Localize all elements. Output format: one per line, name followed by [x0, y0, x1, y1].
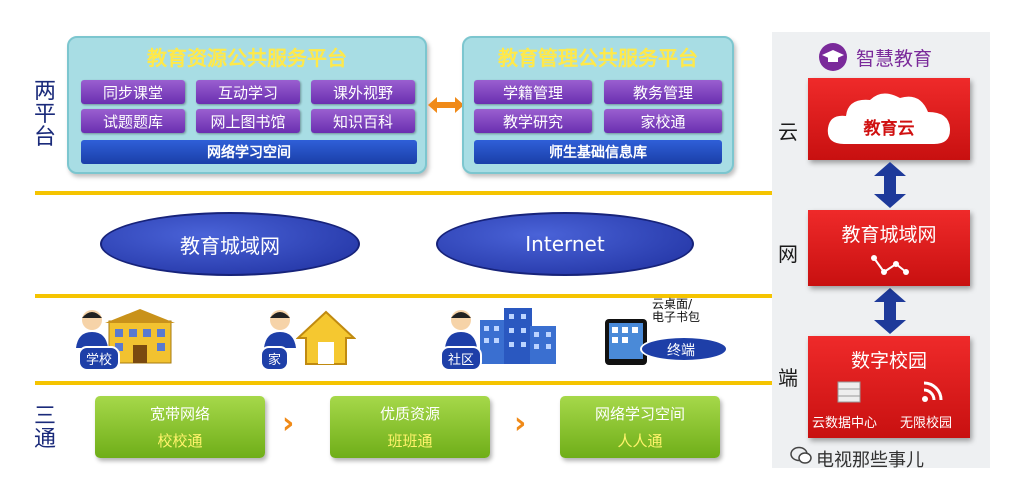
btn-extracurricular[interactable]: 课外视野 [311, 80, 415, 104]
btn-interactive-learning[interactable]: 互动学习 [196, 80, 300, 104]
resource-platform: 教育资源公共服务平台 同步课堂 互动学习 课外视野 试题题库 网上图书馆 知识百… [67, 36, 427, 174]
cloud-data-center-label: 云数据中心 [812, 416, 878, 431]
mortarboard-icon [819, 43, 847, 71]
brand-title: 智慧教育 [856, 48, 933, 70]
cloud-icon [827, 93, 950, 144]
btn-academic-affairs[interactable]: 教务管理 [604, 80, 722, 104]
community-buildings-icon [480, 308, 556, 364]
label-home: 家 [260, 346, 290, 371]
management-platform-title: 教育管理公共服务平台 [498, 46, 698, 70]
btn-teaching-research[interactable]: 教学研究 [474, 109, 592, 133]
digital-campus-box: 数字校园 云数据中心 无限校园 [808, 336, 970, 438]
divider-bottom [35, 381, 775, 385]
cloud-box: 教育云 [808, 78, 970, 160]
watermark-text: 电视那些事儿 [816, 450, 924, 471]
chevron-right-icon-1: › [282, 406, 295, 441]
resource-platform-title: 教育资源公共服务平台 [147, 46, 347, 70]
label-network: 网 [778, 242, 798, 266]
btn-sync-class[interactable]: 同步课堂 [81, 80, 185, 104]
btn-home-school[interactable]: 家校通 [604, 109, 722, 133]
person-icon-home [264, 310, 296, 348]
wifi-icon [922, 381, 943, 402]
label-community: 社区 [440, 346, 483, 371]
ellipse-internet: Internet [436, 212, 694, 276]
metro-network-box: 教育城域网 [808, 210, 970, 286]
metro-network-title: 教育城域网 [841, 224, 937, 246]
tong-2-line1: 优质资源 [379, 405, 440, 423]
label-three-tongs: 三 通 [33, 404, 56, 453]
person-icon-school [76, 310, 108, 348]
divider-top [35, 191, 775, 195]
network-nodes-icon [871, 255, 909, 275]
chevron-right-icon-2: › [514, 406, 527, 441]
btn-question-bank[interactable]: 试题题库 [81, 109, 185, 133]
server-icon [837, 381, 861, 403]
btn-online-library[interactable]: 网上图书馆 [196, 109, 300, 133]
bar-learning-space: 网络学习空间 [81, 140, 417, 164]
digital-campus-title: 数字校园 [850, 350, 927, 372]
house-icon [296, 310, 356, 365]
label-two-platforms: 两 平 台 [33, 79, 56, 151]
tong-person-to-person: 网络学习空间 人人通 [560, 396, 720, 458]
person-icon-community [445, 310, 477, 348]
tong-class-to-class: 优质资源 班班通 [330, 396, 490, 458]
tong-2-line2: 班班通 [387, 432, 433, 450]
tong-1-line2: 校校通 [157, 432, 203, 450]
wireless-campus-label: 无限校园 [900, 416, 953, 431]
divider-middle [35, 294, 775, 298]
tong-3-line1: 网络学习空间 [594, 405, 685, 423]
double-arrow-vertical-icon-1 [874, 162, 906, 208]
tong-1-line1: 宽带网络 [149, 405, 210, 423]
terminal-ellipse [640, 336, 728, 362]
btn-student-records[interactable]: 学籍管理 [474, 80, 592, 104]
label-school: 学校 [78, 346, 121, 371]
double-arrow-icon [428, 97, 464, 113]
ellipse-metro-network: 教育城域网 [100, 212, 360, 276]
double-arrow-vertical-icon-2 [874, 288, 906, 334]
tong-3-line2: 人人通 [617, 432, 663, 450]
wechat-icon [790, 446, 812, 464]
terminal-caption: 云桌面/ 电子书包 [652, 297, 701, 325]
management-platform: 教育管理公共服务平台 学籍管理 教务管理 教学研究 家校通 师生基础信息库 [462, 36, 734, 174]
bar-teacher-student-db: 师生基础信息库 [474, 140, 722, 164]
cloud-title: 教育云 [863, 119, 915, 139]
tong-school-to-school: 宽带网络 校校通 [95, 396, 265, 458]
label-endpoint: 端 [778, 366, 798, 390]
btn-encyclopedia[interactable]: 知识百科 [311, 109, 415, 133]
label-cloud: 云 [778, 120, 798, 144]
label-terminal: 终端 [667, 343, 695, 359]
tablet-icon [605, 319, 647, 365]
